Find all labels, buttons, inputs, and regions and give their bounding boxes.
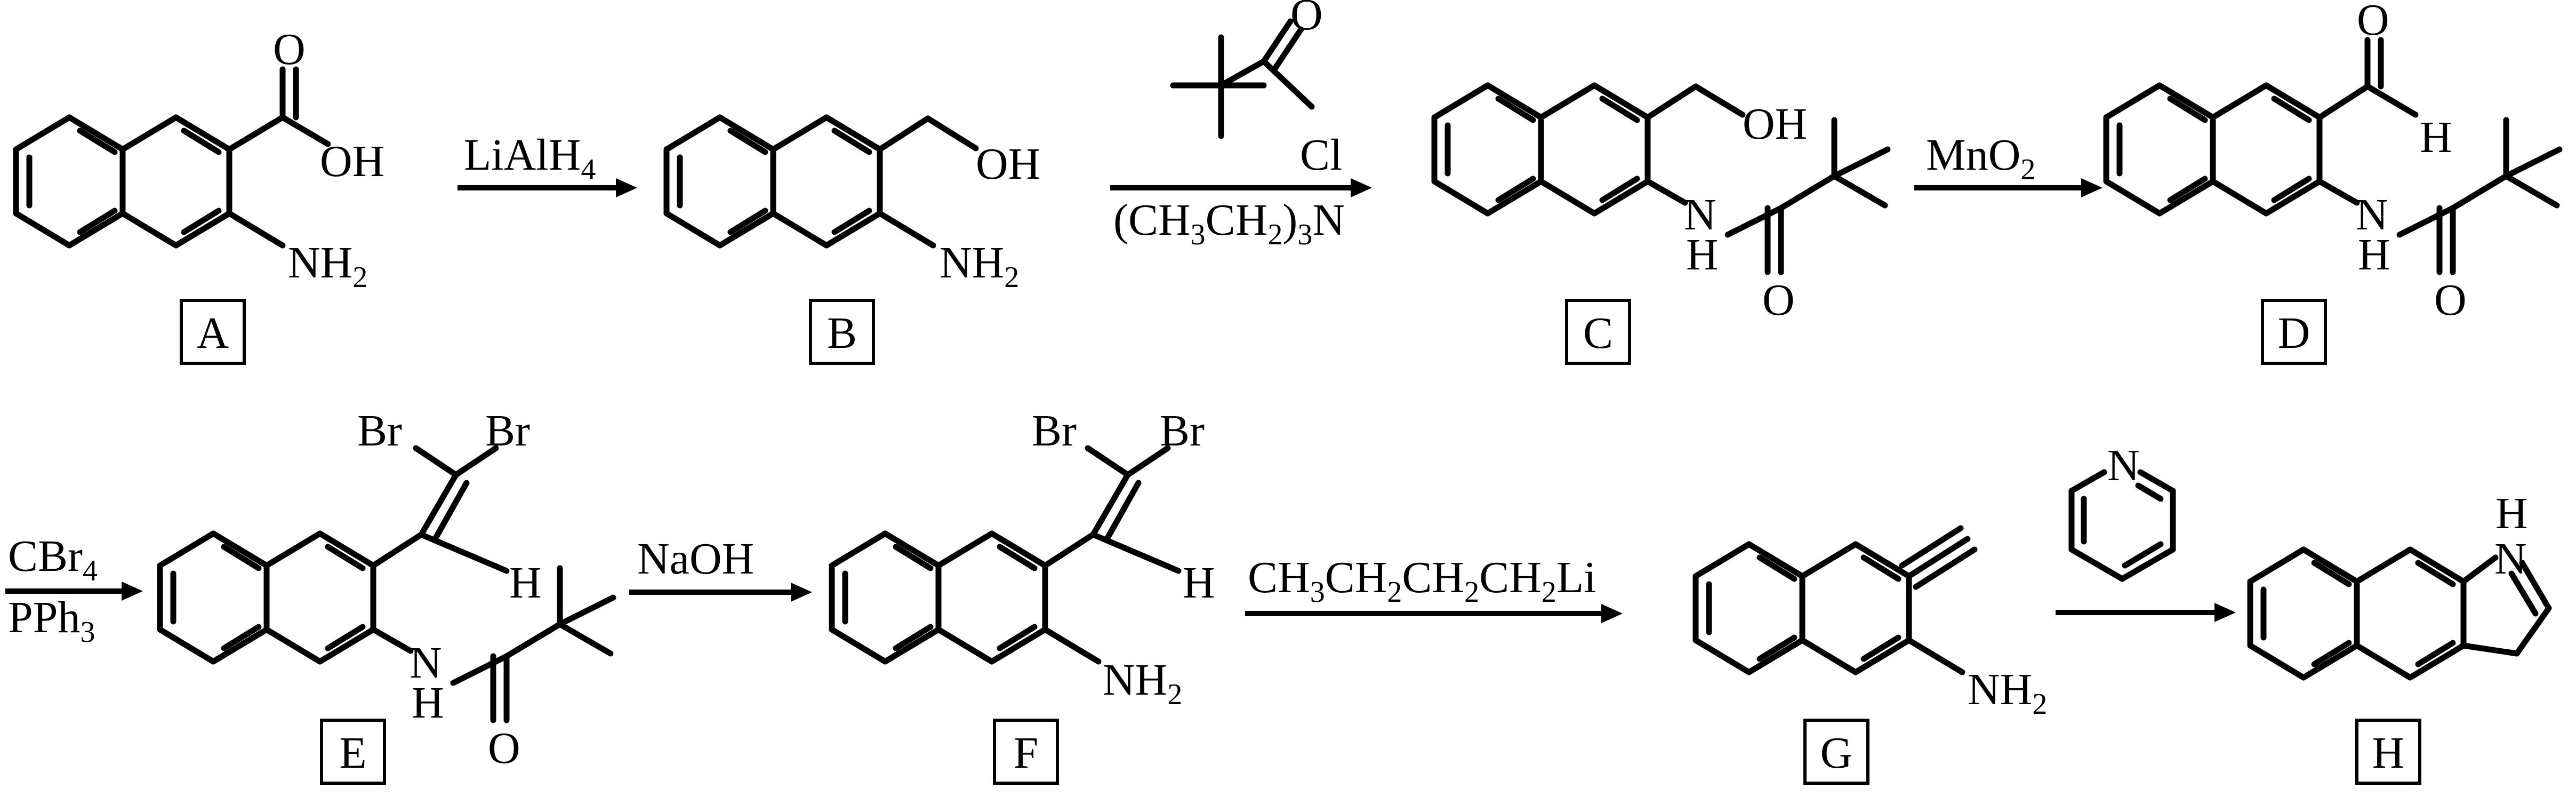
reagent-lialh4: LiAlH4 bbox=[464, 130, 596, 186]
atom-oh-a: OH bbox=[320, 137, 384, 186]
compound-a-structure bbox=[13, 66, 331, 249]
compound-label-e: E bbox=[339, 728, 366, 778]
atom-h-d: H bbox=[2358, 230, 2390, 280]
atom-o-a: O bbox=[273, 25, 306, 74]
atom-o-pivcl: O bbox=[1290, 0, 1323, 39]
atom-h-c: H bbox=[1686, 230, 1719, 280]
compound-box-h bbox=[2355, 719, 2421, 785]
atom-n-e: N bbox=[410, 638, 442, 688]
atom-br2-e: Br bbox=[485, 406, 530, 456]
reaction-arrow-5 bbox=[629, 583, 812, 602]
compound-e-structure bbox=[157, 445, 616, 723]
compound-d-structure bbox=[2103, 37, 2563, 275]
compound-box-b bbox=[809, 299, 875, 365]
atom-cl-pivcl: Cl bbox=[1300, 130, 1342, 180]
pivaloyl-chloride-structure bbox=[1170, 18, 1315, 139]
atom-n-d: N bbox=[2356, 190, 2388, 240]
pyridine-structure bbox=[2068, 469, 2176, 582]
compound-h-structure bbox=[2247, 546, 2552, 681]
reaction-arrow-1 bbox=[458, 178, 637, 197]
reaction-arrow-7 bbox=[2056, 603, 2236, 622]
compound-box-c bbox=[1565, 299, 1631, 365]
atom-nh2-g: NH2 bbox=[1968, 665, 2047, 721]
compound-label-c: C bbox=[1583, 308, 1613, 358]
compound-box-d bbox=[2261, 299, 2327, 365]
reaction-arrow-6 bbox=[1245, 604, 1623, 623]
compound-g-structure bbox=[1692, 525, 1978, 675]
atom-o-c: O bbox=[1762, 275, 1795, 325]
compound-b-structure bbox=[663, 114, 979, 249]
atom-h-d-aldehyde: H bbox=[2420, 113, 2452, 162]
atom-n-h: N bbox=[2494, 534, 2527, 584]
atom-br1-e: Br bbox=[357, 406, 402, 456]
reaction-arrow-4 bbox=[5, 582, 143, 601]
reaction-arrow-2 bbox=[1110, 178, 1372, 197]
atom-oh-c: OH bbox=[1743, 99, 1807, 149]
compound-c-structure bbox=[1431, 82, 1891, 275]
compound-box-e bbox=[320, 719, 386, 785]
compound-label-b: B bbox=[827, 308, 857, 358]
reagent-cbr4: CBr4 bbox=[8, 531, 98, 587]
compound-box-f bbox=[993, 719, 1059, 785]
atom-br1-f: Br bbox=[1032, 406, 1077, 456]
atom-br2-f: Br bbox=[1160, 406, 1205, 456]
atom-n-c: N bbox=[1684, 190, 1716, 240]
compound-f-structure bbox=[829, 445, 1182, 665]
atom-nh2-a: NH2 bbox=[288, 238, 367, 294]
atom-o-d-amide: O bbox=[2434, 275, 2467, 325]
reaction-arrow-3 bbox=[1914, 178, 2102, 197]
compound-box-g bbox=[1803, 719, 1869, 785]
reagent-mno2: MnO2 bbox=[1926, 130, 2035, 186]
compound-label-d: D bbox=[2278, 308, 2310, 358]
reagent-triethylamine: (CH3CH2)3N bbox=[1113, 195, 1345, 251]
compound-box-a bbox=[180, 299, 246, 365]
atom-h-f-vinyl: H bbox=[1183, 558, 1215, 608]
atom-oh-b: OH bbox=[976, 139, 1040, 189]
atom-o-e: O bbox=[488, 723, 520, 773]
atom-h-h: H bbox=[2495, 489, 2528, 538]
atom-o-d: O bbox=[2357, 0, 2389, 45]
atom-h-e-vinyl: H bbox=[509, 558, 542, 608]
compound-label-f: F bbox=[1014, 728, 1039, 778]
reagent-naoh: NaOH bbox=[637, 534, 754, 584]
atom-h-e: H bbox=[412, 678, 444, 728]
compound-label-h: H bbox=[2372, 728, 2405, 778]
atom-nh2-b: NH2 bbox=[940, 238, 1019, 294]
reagent-butyllithium: CH3CH2CH2CH2Li bbox=[1248, 553, 1596, 609]
atom-n-pyridine: N bbox=[2107, 441, 2140, 490]
compound-label-g: G bbox=[1820, 728, 1853, 778]
reagent-pph3: PPh3 bbox=[8, 593, 95, 649]
atom-nh2-f: NH2 bbox=[1103, 655, 1182, 711]
compound-label-a: A bbox=[197, 308, 229, 358]
